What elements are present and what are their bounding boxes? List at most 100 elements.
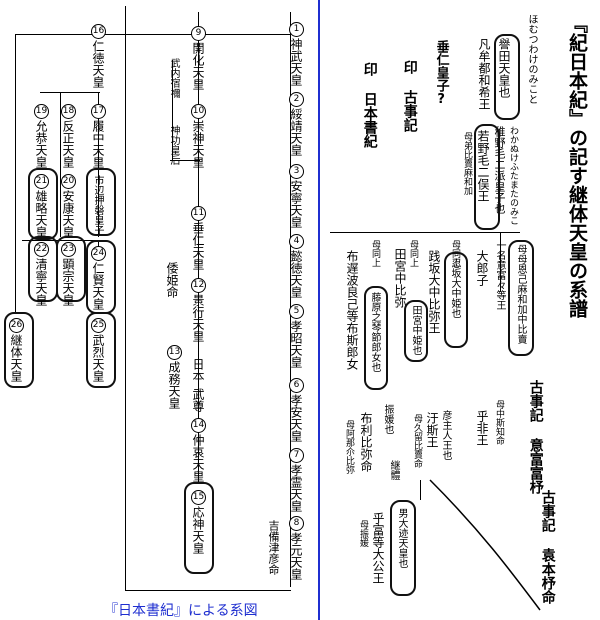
tree-line xyxy=(198,12,199,482)
tree-line xyxy=(125,590,291,591)
highlight-ring xyxy=(364,286,388,390)
emperor-name: 清寧天皇 xyxy=(34,258,48,306)
jingu-name: 神功皇后 xyxy=(168,125,179,165)
emperor-name: 安寧天皇 xyxy=(289,180,303,228)
emperor-name: 顕宗天皇 xyxy=(61,258,75,306)
takeuchi-name: 武内宿禰 xyxy=(168,58,179,98)
emperor-number: 21 xyxy=(34,174,49,189)
sotohori-name: 藤原之琴節郎女也 xyxy=(369,292,380,372)
mother-note-2: 母母恩己麻和加中比賣 xyxy=(515,244,526,344)
tree-line xyxy=(15,34,290,35)
tree-line xyxy=(170,160,200,161)
emperor-number: 1 xyxy=(289,22,304,37)
tanakahime-name: 田宮中比弥 xyxy=(393,248,407,308)
takeru-label: 武尊 xyxy=(191,388,205,412)
highlight-ring xyxy=(28,168,58,240)
ushi-name: 汙斯王 xyxy=(425,412,439,448)
tree-line xyxy=(60,92,61,237)
emperor-number: 14 xyxy=(191,418,206,433)
emperor-number: 2 xyxy=(289,92,304,107)
emperor-name: 神武天皇 xyxy=(289,38,303,86)
emperor-name: 継体天皇 xyxy=(9,334,23,382)
emperor-name: 応神天皇 xyxy=(191,506,205,554)
emperor-number: 5 xyxy=(289,304,304,319)
tree-line xyxy=(40,92,100,93)
soto-name: 布遅波良己等布斯郎女 xyxy=(345,250,359,370)
highlight-ring xyxy=(86,168,116,236)
mother-note: 母弟比賣麻和加 xyxy=(462,132,472,195)
emperor-name: 允恭天皇 xyxy=(34,120,48,168)
furi-mother-2: 振媛也 xyxy=(382,404,393,434)
highlight-ring xyxy=(4,312,34,388)
emperor-name: 仲哀天皇 xyxy=(191,434,205,482)
emperor-name: 反正天皇 xyxy=(61,120,75,168)
highlight-ring xyxy=(508,240,534,356)
ohoho-name: 大郎子 xyxy=(475,250,489,286)
emperor-number: 25 xyxy=(91,318,106,333)
emperor-name: 仁賢天皇 xyxy=(91,262,105,310)
wakanuke-note: 凡牟都和希王 xyxy=(477,38,491,110)
highlight-ring xyxy=(444,252,468,348)
hodo-name: 乎富等大公王 xyxy=(371,512,385,584)
emperor-number: 18 xyxy=(61,104,76,119)
emperor-name: 仁徳天皇 xyxy=(91,40,105,88)
homutsu-name: 譽田天皇也 xyxy=(497,38,511,98)
tree-line xyxy=(420,480,421,500)
hand-note: 印 日本書紀 xyxy=(361,62,378,148)
emperor-number: 23 xyxy=(61,242,76,257)
emperor-name: 雄略天皇 xyxy=(34,190,48,238)
emperor-name: 景行天皇 xyxy=(191,294,205,342)
tree-line xyxy=(98,240,99,250)
highlight-ring xyxy=(474,124,500,230)
oshisaka-name: 忍坂大中姫也 xyxy=(449,258,460,318)
emperor-number: 10 xyxy=(191,104,206,119)
sakahashi-name: 践坂大中比弥王 xyxy=(427,250,441,334)
emperor-number: 12 xyxy=(191,278,206,293)
hand-note: 古事記 意富富杼 xyxy=(527,380,544,494)
figure-caption: 『日本書紀』による系図 xyxy=(104,603,258,619)
emperor-number: 15 xyxy=(191,490,206,505)
emperor-number: 3 xyxy=(289,164,304,179)
emperor-number: 13 xyxy=(167,345,182,360)
nihon-label: 日本 xyxy=(191,358,205,382)
furi-name: 布利比弥命 xyxy=(359,412,373,472)
ruby-note: ほむつわけのみこと xyxy=(526,14,537,104)
oshi-label: 若野毛二俣王 xyxy=(476,130,490,202)
emperor-name: 綏靖天皇 xyxy=(289,108,303,156)
highlight-ring xyxy=(494,34,520,120)
wakanuke-ruby: わかぬけふたまたのみこ xyxy=(508,126,518,225)
emperor-number: 6 xyxy=(289,378,304,393)
emperor-name: 履中天皇 xyxy=(91,120,105,168)
tanaka2-name: 田宮中姫也 xyxy=(410,305,421,355)
tree-line xyxy=(15,34,16,314)
emperor-name: 垂仁天皇 xyxy=(191,222,205,270)
emperor-name: 孝元天皇 xyxy=(289,532,303,580)
emperor-number: 26 xyxy=(9,318,24,333)
emperor-number: 24 xyxy=(91,246,106,261)
yamatohime-name: 倭姫命 xyxy=(165,262,179,298)
hand-curve xyxy=(429,479,541,611)
ichinobe-name: 市辺押磐皇子 xyxy=(92,175,103,235)
soto-mother: 母同上 xyxy=(370,240,380,267)
tree-line xyxy=(290,12,291,587)
emperor-name: 懿徳天皇 xyxy=(289,250,303,298)
tree-line xyxy=(172,60,173,160)
emperor-number: 11 xyxy=(191,206,206,221)
hodo-mother: 母振媛 xyxy=(358,520,368,547)
emperor-name: 安康天皇 xyxy=(61,190,75,238)
emperor-number: 7 xyxy=(289,448,304,463)
tree-line xyxy=(125,6,126,591)
emperor-number: 20 xyxy=(61,174,76,189)
emperor-name: 開化天皇 xyxy=(191,42,205,90)
ushi-mother: 母久留比賣命 xyxy=(412,414,422,468)
highlight-ring xyxy=(86,312,116,388)
emperor-number: 9 xyxy=(191,26,206,41)
hiko-mother: 母中斯知命 xyxy=(494,400,504,445)
tree-line xyxy=(500,232,501,292)
highlight-ring xyxy=(56,236,86,302)
hand-note: 古事記 袁本杼命 xyxy=(539,490,556,604)
emperor-number: 19 xyxy=(34,104,49,119)
oodo-name: 男大迹天皇也 xyxy=(396,508,407,568)
hikoushi-name: 彦主人王也 xyxy=(440,410,451,460)
highlight-ring xyxy=(390,500,416,596)
